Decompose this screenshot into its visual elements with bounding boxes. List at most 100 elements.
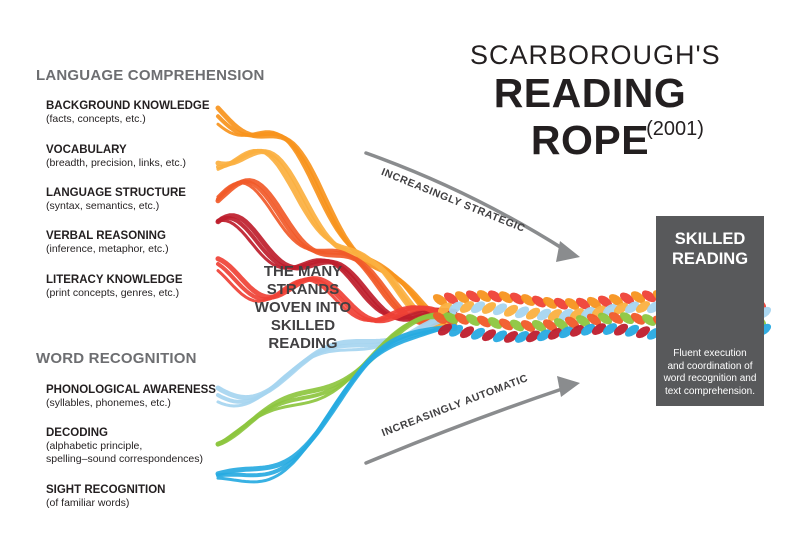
braid-segment [432, 294, 448, 306]
braid-segment [536, 308, 552, 321]
braid-segment [481, 302, 497, 314]
strand-background-knowledge [216, 114, 457, 331]
braid-segment [564, 316, 580, 329]
braid-segment [613, 302, 629, 315]
braid-segment [525, 307, 541, 320]
braid-segment [492, 303, 508, 316]
skilled-desc-line: Fluent execution [673, 348, 747, 359]
caption-line: THE MANY [263, 263, 343, 280]
braid-segment [443, 312, 459, 325]
strand-literacy-knowledge [216, 269, 457, 327]
title-year: (2001) [646, 118, 704, 140]
strand-name: BACKGROUND KNOWLEDGE [46, 100, 210, 112]
braid-segment [531, 319, 547, 332]
braid-segment [624, 301, 640, 314]
strand-label-phonological-awareness: PHONOLOGICAL AWARENESS (syllables, phone… [46, 383, 246, 410]
braid-segment [597, 295, 613, 308]
strand-sight-recognition [216, 323, 457, 484]
braid-segment [509, 292, 525, 305]
braid-segment [437, 323, 453, 336]
language-comprehension-heading: LANGUAGE COMPREHENSION [36, 67, 265, 84]
braid-segment [641, 314, 657, 326]
braid-segment [569, 324, 585, 337]
braid-segment [597, 312, 613, 325]
braid-segment [630, 291, 646, 304]
strand-desc: (of familiar words) [46, 497, 130, 509]
braid-segment [470, 301, 486, 314]
strand-name: LITERACY KNOWLEDGE [46, 274, 183, 286]
strand-label-literacy-knowledge: LITERACY KNOWLEDGE (print concepts, genr… [46, 273, 246, 300]
braid-segment [476, 315, 492, 328]
skilled-reading-description: Fluent execution and coordination of wor… [656, 348, 764, 398]
braid-segment [514, 331, 530, 343]
strand-name: SIGHT RECOGNITION [46, 484, 166, 496]
strands-layer [215, 105, 458, 484]
braid-segment [575, 315, 591, 327]
arrows-layer [364, 151, 580, 465]
braid-segment [602, 323, 618, 335]
caption-line: WOVEN INTO [254, 299, 352, 316]
braid-segment [520, 320, 536, 332]
braid-segment [481, 329, 497, 342]
braid-segment [547, 327, 563, 340]
braid-segment [619, 312, 635, 325]
word-recognition-heading: WORD RECOGNITION [36, 350, 197, 367]
braid-segment [509, 319, 525, 332]
strand-desc: (inference, metaphor, etc.) [46, 243, 169, 255]
strand-label-verbal-reasoning: VERBAL REASONING (inference, metaphor, e… [46, 229, 246, 256]
strand-desc: (syllables, phonemes, etc.) [46, 397, 171, 409]
strand-label-sight-recognition: SIGHT RECOGNITION (of familiar words) [46, 483, 246, 510]
braid-segment [558, 326, 574, 339]
strand-name: DECODING [46, 427, 108, 439]
braid-segment [542, 296, 558, 309]
strand-background-knowledge [216, 122, 457, 331]
braid-segment [503, 331, 519, 343]
skilled-title-line: READING [671, 250, 749, 268]
braid-segment [630, 312, 646, 325]
braid-segment [432, 312, 448, 324]
braid-segment [459, 326, 475, 339]
braid-segment [624, 324, 640, 337]
strand-name: VERBAL REASONING [46, 230, 166, 242]
strand-desc: (alphabetic principle, [46, 440, 143, 452]
braid-segment [476, 290, 492, 302]
strand-label-vocabulary: VOCABULARY (breadth, precision, links, e… [46, 143, 246, 170]
braid-segment [498, 291, 514, 304]
strand-desc: (breadth, precision, links, etc.) [46, 157, 187, 169]
strand-name: VOCABULARY [46, 144, 127, 156]
skilled-reading-title: SKILLED READING [656, 229, 764, 269]
braid-segment [487, 290, 503, 303]
braid-segment [437, 302, 453, 315]
braid-segment [564, 298, 580, 310]
braid-segment [470, 327, 486, 340]
braid-segment [514, 306, 530, 319]
braid-segment [542, 319, 558, 332]
braid-segment [591, 323, 607, 335]
braid-segment [608, 294, 624, 306]
braid-segment [492, 330, 508, 343]
braid-segment [487, 317, 503, 329]
braid-segment [641, 290, 657, 303]
braid-segment [586, 296, 602, 309]
braid-segment [580, 323, 596, 336]
skilled-reading-box [656, 216, 764, 406]
braid-segment [547, 309, 563, 321]
braid-segment [459, 301, 475, 313]
braid-segment [586, 313, 602, 326]
strand-desc: (print concepts, genres, etc.) [46, 287, 180, 299]
braid-segment [448, 301, 464, 314]
title-line-1: SCARBOROUGH'S [470, 40, 721, 70]
braid-segment [575, 297, 591, 310]
strand-phonological-awareness [216, 311, 457, 408]
braid-segment [635, 326, 651, 339]
braid-segment [498, 318, 514, 331]
strand-decoding [216, 316, 457, 446]
skilled-desc-line: text comprehension. [664, 385, 756, 397]
arrow-strategic-head [556, 241, 580, 262]
braid-segment [465, 290, 481, 303]
caption-line: READING [268, 335, 338, 352]
center-caption: THE MANY STRANDS WOVEN INTO SKILLED READ… [248, 263, 358, 353]
braid-segment [635, 301, 651, 313]
braid-segment [531, 295, 547, 308]
caption-line: STRANDS [266, 281, 340, 298]
